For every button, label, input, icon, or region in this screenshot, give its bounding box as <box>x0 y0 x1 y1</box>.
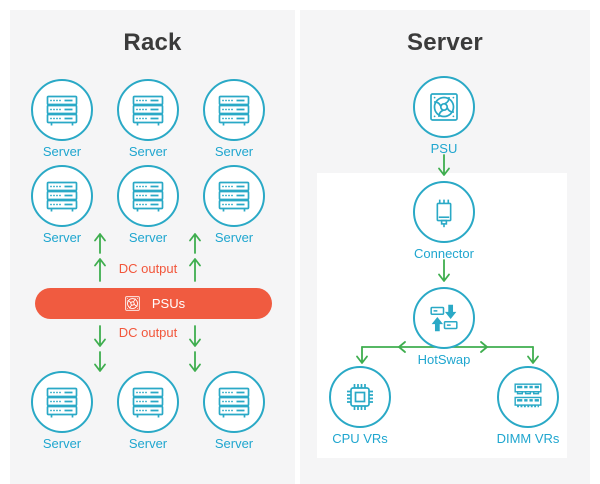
server-circle <box>203 79 265 141</box>
cpu-chip-icon <box>340 377 380 417</box>
down-arrow <box>356 346 368 364</box>
connector-plug-icon <box>425 193 463 231</box>
server-label: Server <box>128 230 168 245</box>
rack-panel-title: Rack <box>123 29 182 56</box>
server-node: Server <box>106 165 190 245</box>
server-circle <box>31 371 93 433</box>
down-arrow <box>438 259 450 282</box>
server-node: Server <box>192 371 276 451</box>
server-stack-icon <box>42 176 82 216</box>
server-label: Server <box>128 144 168 159</box>
server-label: Server <box>214 436 254 451</box>
server-circle <box>31 165 93 227</box>
dimm-memory-icon <box>509 378 547 416</box>
server-label: Server <box>128 436 168 451</box>
cpu-vrs-node: CPU VRs <box>318 366 402 446</box>
server-label: Server <box>214 144 254 159</box>
connector-circle <box>413 181 475 243</box>
server-stack-icon <box>214 90 254 130</box>
psus-bar: PSUs <box>35 288 272 319</box>
server-label: Server <box>214 230 254 245</box>
psus-label: PSUs <box>151 296 186 311</box>
right-chevron <box>480 341 488 353</box>
down-arrow <box>94 325 106 347</box>
up-arrow <box>189 233 201 254</box>
server-node: Server <box>20 79 104 159</box>
swap-arrows-icon <box>425 299 463 337</box>
cpu-vrs-label: CPU VRs <box>332 431 388 446</box>
down-arrow <box>189 325 201 347</box>
server-node: Server <box>192 165 276 245</box>
up-arrow <box>94 258 106 282</box>
server-node: Server <box>106 371 190 451</box>
dc-output-label: DC output <box>118 325 178 340</box>
server-node: Server <box>20 165 104 245</box>
hotswap-label: HotSwap <box>417 352 471 367</box>
server-circle <box>117 371 179 433</box>
server-stack-icon <box>42 382 82 422</box>
up-arrow <box>189 258 201 282</box>
cpu-vrs-circle <box>329 366 391 428</box>
connector-label: Connector <box>414 246 474 261</box>
server-node: Server <box>106 79 190 159</box>
up-arrow <box>94 233 106 254</box>
server-panel-title: Server <box>407 29 483 56</box>
connector-node: Connector <box>402 181 486 261</box>
server-stack-icon <box>214 176 254 216</box>
server-circle <box>31 79 93 141</box>
fan-icon <box>424 87 464 127</box>
psu-node: PSU <box>402 76 486 156</box>
down-arrow <box>527 346 539 364</box>
server-stack-icon <box>128 176 168 216</box>
server-stack-icon <box>128 90 168 130</box>
server-circle <box>117 165 179 227</box>
dimm-vrs-circle <box>497 366 559 428</box>
server-circle <box>203 165 265 227</box>
server-label: Server <box>42 436 82 451</box>
psu-circle <box>413 76 475 138</box>
dimm-vrs-node: DIMM VRs <box>486 366 570 446</box>
server-circle <box>203 371 265 433</box>
psu-label: PSU <box>430 141 458 156</box>
server-node: Server <box>20 371 104 451</box>
server-stack-icon <box>42 90 82 130</box>
server-stack-icon <box>214 382 254 422</box>
server-label: Server <box>42 144 82 159</box>
dc-output-label: DC output <box>118 261 178 276</box>
server-stack-icon <box>128 382 168 422</box>
hotswap-circle <box>413 287 475 349</box>
left-chevron <box>398 341 406 353</box>
server-label: Server <box>42 230 82 245</box>
down-arrow <box>438 154 450 176</box>
down-arrow <box>94 351 106 372</box>
dimm-vrs-label: DIMM VRs <box>496 431 560 446</box>
down-arrow <box>189 351 201 372</box>
hotswap-node: HotSwap <box>402 287 486 367</box>
server-node: Server <box>192 79 276 159</box>
fan-icon <box>122 293 143 314</box>
server-circle <box>117 79 179 141</box>
